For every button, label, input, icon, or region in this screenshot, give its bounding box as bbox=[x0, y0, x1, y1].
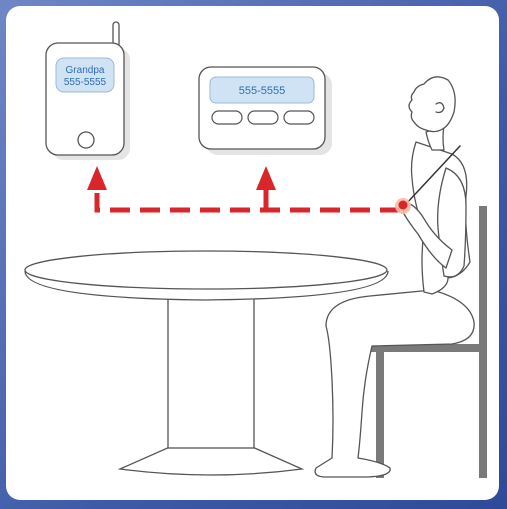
red-dot-icon bbox=[399, 201, 408, 210]
pager-button-right bbox=[284, 111, 314, 124]
person-legs bbox=[315, 290, 474, 477]
pager-device: 555-5555 bbox=[199, 67, 332, 155]
chair-front-leg bbox=[376, 344, 384, 478]
phone-name-label: Grandpa bbox=[66, 65, 105, 76]
pager-button-middle bbox=[248, 111, 278, 124]
pager-display-label: 555-5555 bbox=[239, 85, 286, 97]
cell-phone: Grandpa 555-5555 bbox=[46, 22, 130, 160]
signal-dashed-line bbox=[97, 188, 400, 210]
table-top bbox=[25, 251, 387, 289]
table-pedestal bbox=[168, 290, 254, 448]
pager-button-left bbox=[212, 111, 242, 124]
person-head bbox=[409, 77, 455, 132]
arrow-up-icon bbox=[87, 166, 107, 190]
arrow-up-icon bbox=[256, 166, 276, 190]
table-base bbox=[120, 446, 302, 475]
phone-home-button bbox=[78, 132, 94, 148]
signal-path bbox=[87, 166, 400, 210]
phone-number-label: 555-5555 bbox=[64, 77, 107, 88]
chair-back-post bbox=[479, 206, 487, 478]
